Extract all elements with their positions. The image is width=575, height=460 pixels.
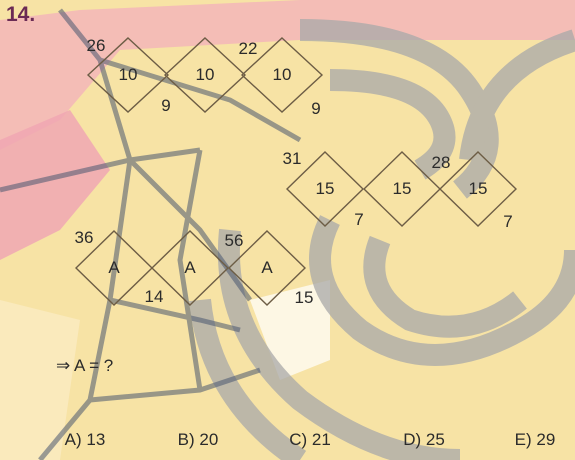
figure-2-square-3-label: 15 — [469, 179, 488, 199]
option-a[interactable]: A) 13 — [65, 430, 106, 450]
figure-3-bottom-number-1: 14 — [145, 287, 164, 307]
figure-3-square-1-label: A — [108, 258, 119, 278]
option-e-letter: E) — [515, 430, 532, 449]
option-a-letter: A) — [65, 430, 82, 449]
figure-2-top-number-1: 31 — [283, 149, 302, 169]
figure-2-square-1-label: 15 — [316, 179, 335, 199]
figure-3-square-3-label: A — [261, 258, 272, 278]
figure-1-square-3-label: 10 — [273, 65, 292, 85]
option-b-value: 20 — [199, 430, 218, 449]
figure-1-bottom-number-1: 9 — [161, 96, 170, 116]
option-d-value: 25 — [426, 430, 445, 449]
option-c-letter: C) — [289, 430, 307, 449]
option-e[interactable]: E) 29 — [515, 430, 556, 450]
figure-1-bottom-number-2: 9 — [311, 99, 320, 119]
figure-2-top-number-2: 28 — [432, 153, 451, 173]
figure-2-square-2-label: 15 — [393, 179, 412, 199]
option-e-value: 29 — [536, 430, 555, 449]
figure-2-bottom-number-2: 7 — [503, 212, 512, 232]
option-c-value: 21 — [312, 430, 331, 449]
figure-3-bottom-number-2: 15 — [295, 288, 314, 308]
figure-3-square-2-label: A — [184, 258, 195, 278]
figure-1-top-number-2: 22 — [239, 39, 258, 59]
option-d[interactable]: D) 25 — [403, 430, 445, 450]
option-d-letter: D) — [403, 430, 421, 449]
figure-2-bottom-number-1: 7 — [354, 210, 363, 230]
option-a-value: 13 — [86, 430, 105, 449]
option-c[interactable]: C) 21 — [289, 430, 331, 450]
figure-1-square-1-label: 10 — [119, 65, 138, 85]
option-b[interactable]: B) 20 — [178, 430, 219, 450]
figure-1-top-number-1: 26 — [87, 36, 106, 56]
option-b-letter: B) — [178, 430, 195, 449]
question-prompt: ⇒ A = ? — [56, 356, 113, 376]
figure-3-top-number-1: 36 — [75, 228, 94, 248]
figure-3-top-number-2: 56 — [225, 231, 244, 251]
figure-1-square-2-label: 10 — [196, 65, 215, 85]
answer-options: A) 13 B) 20 C) 21 D) 25 E) 29 — [0, 430, 575, 458]
